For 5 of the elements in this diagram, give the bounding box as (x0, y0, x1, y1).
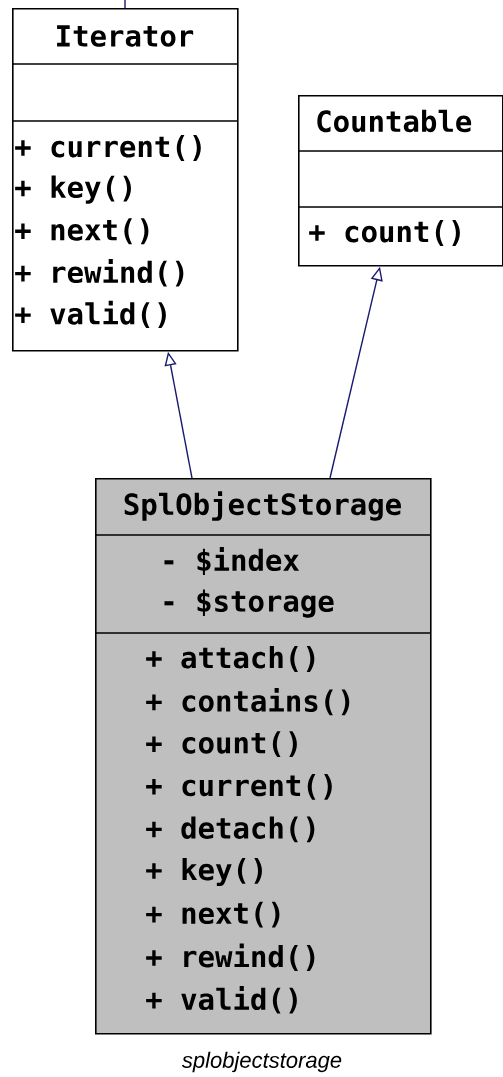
caption: splobjectstorage (181, 1051, 342, 1073)
connector-line (124, 0, 126, 9)
class-box: Iterator + current() + key() + next() + rewind() + valid() (11, 8, 239, 352)
class-box: Countable + count() (297, 95, 503, 267)
class-box: SplObjectStorage - $index - $storage + attach() + contains() + count() + current() + detach() + key() + next() + rewind() + valid() (94, 478, 432, 1035)
